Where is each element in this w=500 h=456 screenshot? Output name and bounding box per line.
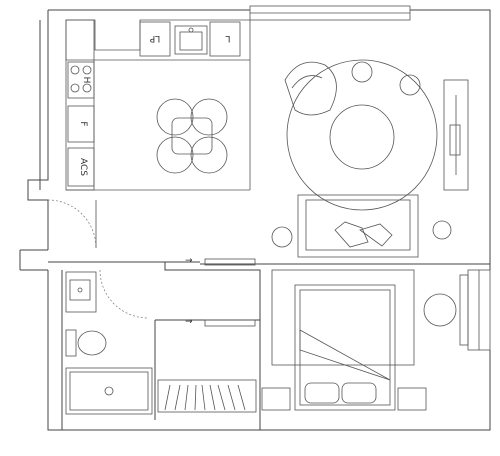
label-lp: LP — [149, 33, 160, 43]
living-rug — [286, 59, 438, 211]
label-acs: ACS — [78, 158, 88, 176]
kitchen-sink — [174, 25, 208, 55]
bedroom-rug — [271, 269, 415, 366]
bed — [294, 284, 396, 411]
side-table — [432, 220, 452, 240]
partition-walls — [48, 261, 490, 430]
window-right — [467, 269, 491, 351]
sliding-door-a — [204, 258, 256, 266]
stool-a — [351, 61, 373, 83]
plant-icon — [271, 226, 293, 248]
arrow-b: → — [185, 317, 193, 327]
outer-walls — [19, 9, 491, 431]
window-top — [249, 5, 411, 21]
shower — [65, 367, 153, 415]
tv-unit — [443, 79, 469, 191]
kitchen-counter — [65, 19, 251, 191]
bedroom-desk — [423, 274, 469, 346]
nightstand-left — [261, 387, 291, 411]
arrow-a: → — [185, 256, 193, 266]
label-l: L — [225, 33, 230, 43]
sliding-door-b — [204, 319, 256, 327]
wardrobe — [157, 379, 257, 413]
nightstand-right — [397, 387, 427, 411]
bathroom-vanity — [65, 271, 97, 313]
sofa — [297, 194, 419, 258]
toilet — [65, 329, 107, 357]
entry-door — [47, 199, 97, 249]
coffee-table — [329, 104, 395, 170]
label-h: H — [81, 77, 91, 84]
armchair — [284, 61, 337, 116]
stool-b — [399, 74, 421, 96]
label-f: F — [78, 121, 88, 126]
cooktop — [67, 61, 95, 99]
acs-box — [67, 147, 95, 187]
dining-table — [156, 98, 228, 174]
fridge-box — [67, 105, 95, 143]
bath-door — [99, 269, 149, 319]
